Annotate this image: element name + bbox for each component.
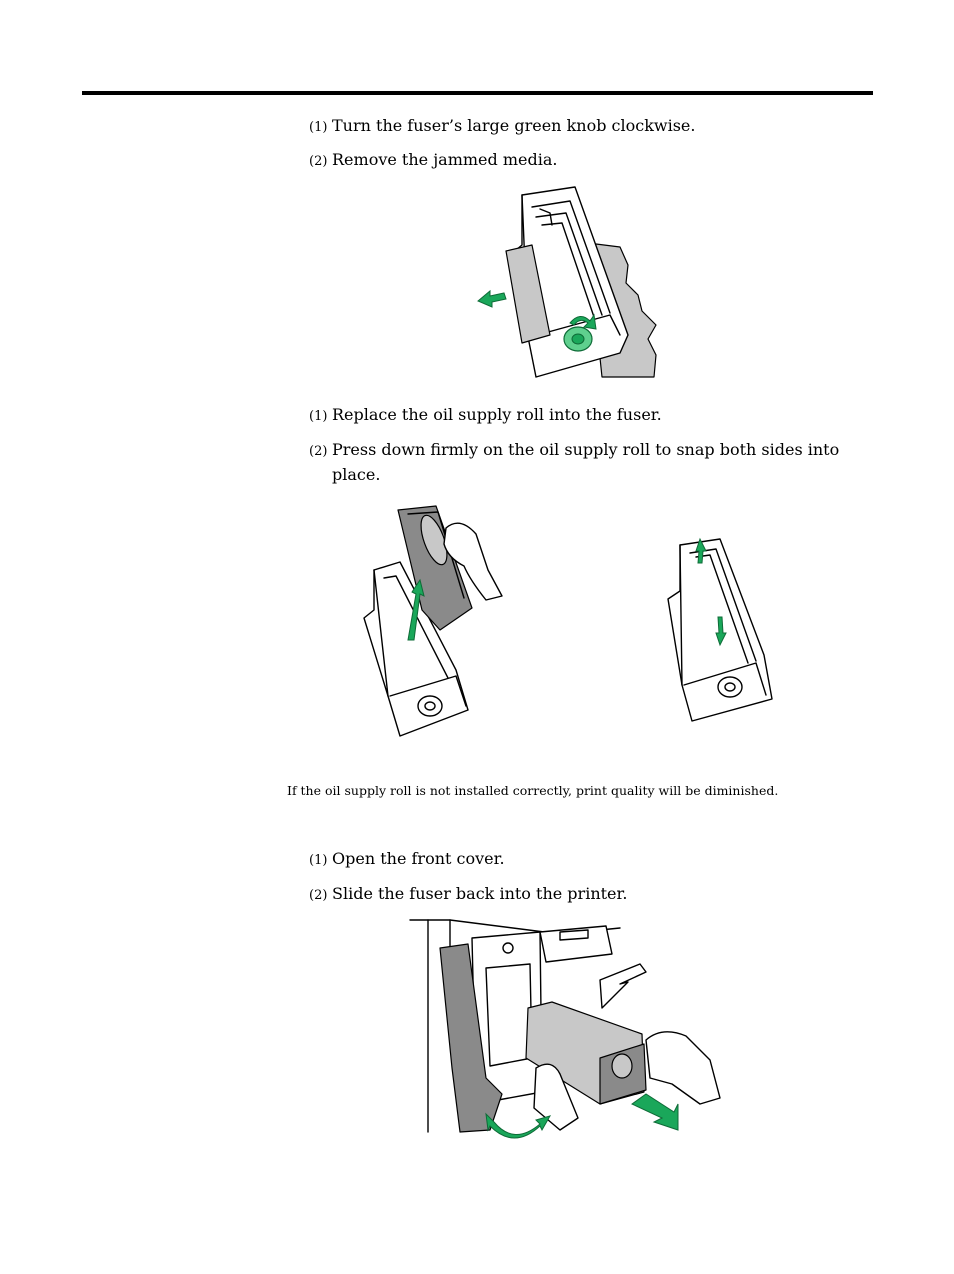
- fuser-jam-illustration: [477, 186, 657, 378]
- step-1-1: (1) Turn the fuser’s large green knob clo…: [309, 113, 869, 140]
- step-text: Replace the oil supply roll into the fus…: [332, 405, 662, 424]
- oil-roll-insert-illustration: [363, 505, 503, 737]
- step-3-2: (2) Slide the fuser back into the printer…: [309, 881, 869, 908]
- step-2-2: (2) Press down firmly on the oil supply r…: [309, 437, 869, 487]
- step-1-2: (2) Remove the jammed media.: [309, 147, 869, 174]
- step-2-1: (1) Replace the oil supply roll into the …: [309, 402, 869, 429]
- header-rule: [82, 91, 873, 95]
- oil-roll-snapped-illustration: [667, 537, 773, 722]
- step-number: (2): [309, 888, 328, 903]
- step-number: (1): [309, 409, 328, 424]
- step-text: Remove the jammed media.: [332, 150, 558, 169]
- step-number: (2): [309, 154, 328, 169]
- step-text: Press down firmly on the oil supply roll…: [332, 440, 840, 484]
- step-number: (1): [309, 853, 328, 868]
- step-text: Slide the fuser back into the printer.: [332, 884, 628, 903]
- step-text: Turn the fuser’s large green knob clockw…: [332, 116, 696, 135]
- note-text: If the oil supply roll is not installed …: [287, 783, 779, 798]
- step-text: Open the front cover.: [332, 849, 505, 868]
- step-number: (1): [309, 120, 328, 135]
- step-number: (2): [309, 444, 328, 459]
- fuser-slide-in-illustration: [409, 919, 721, 1139]
- step-3-1: (1) Open the front cover.: [309, 846, 869, 873]
